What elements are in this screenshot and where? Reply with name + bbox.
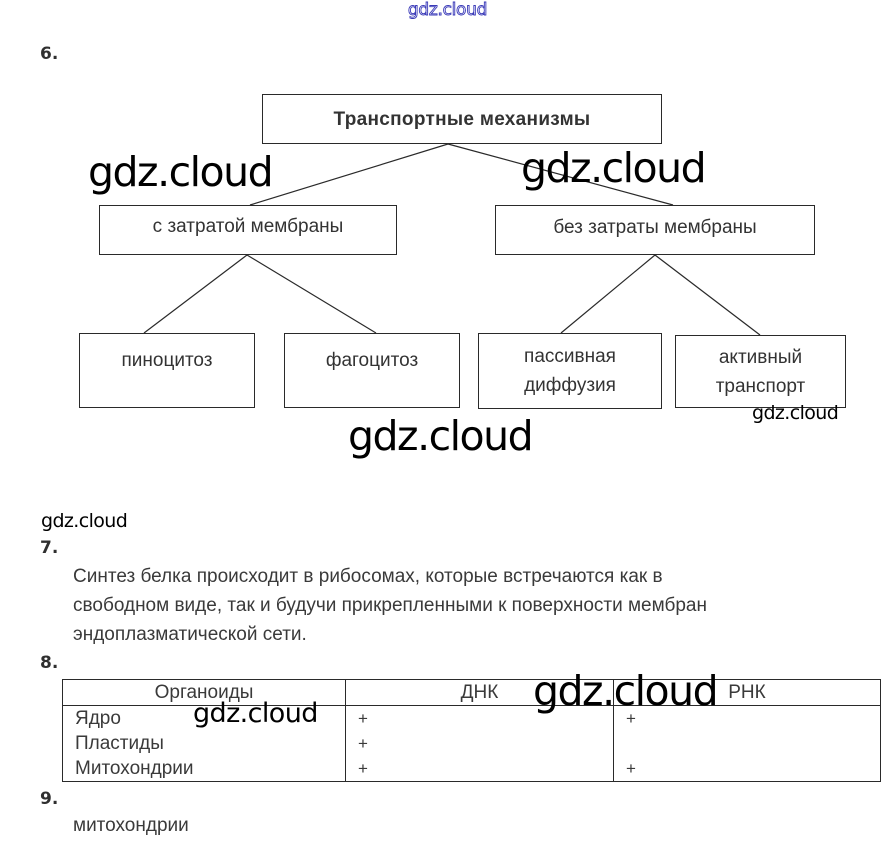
watermark-text: gdz.cloud xyxy=(521,144,707,192)
table-header-row: Органоиды ДНК РНК xyxy=(61,679,882,706)
cell-dna: + xyxy=(345,731,614,756)
leaf-active-transport-line2: транспорт xyxy=(715,375,806,397)
watermark-text: gdz.cloud xyxy=(193,698,318,729)
table-row: Пластиды + xyxy=(61,731,882,756)
diagram-left-branch-label: с затратой мембраны xyxy=(152,215,344,237)
cell-organoid: Ядро xyxy=(61,705,346,731)
answer-line: Синтез белка происходит в рибосомах, кот… xyxy=(73,566,663,587)
diagram-leaf-pinocytosis: пиноцитоз xyxy=(79,333,255,408)
watermark-text: gdz.cloud xyxy=(88,148,274,196)
watermark-text: gdz.cloud xyxy=(41,510,128,532)
watermark-text: gdz.cloud xyxy=(533,667,719,715)
connector-root-right xyxy=(447,143,674,206)
header-organoids: Органоиды xyxy=(61,679,346,706)
diagram-left-branch-box: с затратой мембраны xyxy=(99,205,397,255)
cell-organoid: Митохондрии xyxy=(61,756,346,782)
leaf-pinocytosis-label: пиноцитоз xyxy=(121,350,213,371)
diagram-leaf-active-transport: активный транспорт xyxy=(675,335,846,408)
table-row: Ядро + + xyxy=(61,705,882,731)
connector-right-diffusion xyxy=(560,254,656,334)
leaf-passive-diffusion-line1: пассивная xyxy=(524,346,616,367)
cell-rna: + xyxy=(612,705,882,731)
answer-line: свободном виде, так и будучи прикрепленн… xyxy=(73,595,707,616)
question-8-number: 8. xyxy=(40,653,59,673)
leaf-active-transport-line1: активный xyxy=(718,346,803,368)
connector-right-active xyxy=(654,254,761,336)
leaf-passive-diffusion-line2: диффузия xyxy=(524,375,616,396)
cell-rna xyxy=(612,731,882,756)
cell-dna: + xyxy=(345,705,614,731)
organoids-table: Органоиды ДНК РНК Ядро + + Пластиды + Ми… xyxy=(61,679,882,782)
diagram-root-label: Транспортные механизмы xyxy=(333,108,591,130)
leaf-phagocytosis-label: фагоцитоз xyxy=(325,350,419,371)
connector-root-left xyxy=(249,143,449,206)
diagram-right-branch-label: без затраты мембраны xyxy=(553,216,757,238)
cell-rna: + xyxy=(612,756,882,782)
diagram-root-box: Транспортные механизмы xyxy=(262,94,662,144)
cell-organoid: Пластиды xyxy=(61,731,346,756)
question-6-number: 6. xyxy=(40,44,59,64)
question-7-number: 7. xyxy=(40,538,59,558)
watermark-text: gdz.cloud xyxy=(348,412,534,460)
connector-left-pinocytosis xyxy=(143,254,248,334)
table-row: Митохондрии + + xyxy=(61,756,882,782)
answer-line: эндоплазматической сети. xyxy=(73,624,307,645)
header-watermark: gdz.cloud xyxy=(407,0,488,20)
header-dna: ДНК xyxy=(345,679,614,706)
header-rna: РНК xyxy=(612,679,882,706)
question-7-answer: Синтез белка происходит в рибосомах, кот… xyxy=(73,562,863,649)
question-9-number: 9. xyxy=(40,789,59,809)
diagram-right-branch-box: без затраты мембраны xyxy=(495,205,815,255)
diagram-leaf-passive-diffusion: пассивная диффузия xyxy=(478,333,662,409)
connector-left-phagocytosis xyxy=(246,254,377,334)
question-9-answer: митохондрии xyxy=(73,815,189,836)
diagram-leaf-phagocytosis: фагоцитоз xyxy=(284,333,460,408)
watermark-text: gdz.cloud xyxy=(752,402,839,424)
cell-dna: + xyxy=(345,756,614,782)
